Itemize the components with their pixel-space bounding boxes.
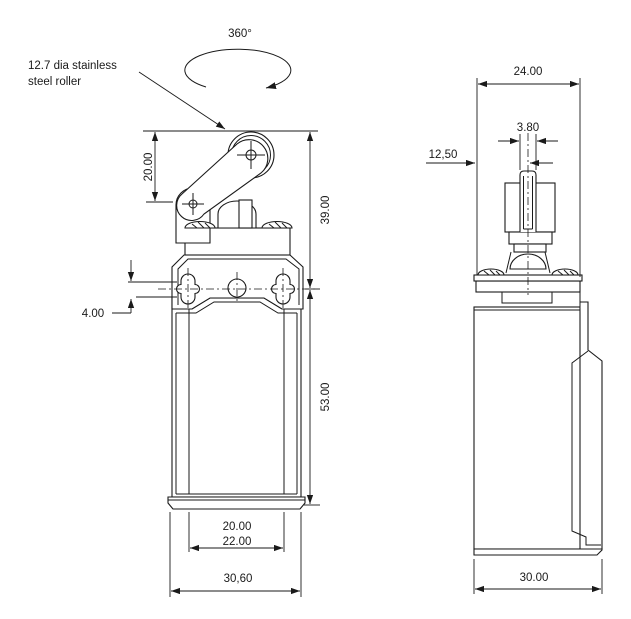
dim-body-depth: 30.00 xyxy=(520,572,549,584)
rotation-label: 360° xyxy=(228,28,252,40)
pivot-crosshair xyxy=(182,193,204,215)
roller-note-line1: 12.7 dia stainless xyxy=(28,60,117,72)
head-screw-left xyxy=(184,220,216,229)
dim-overall-width: 30,60 xyxy=(224,573,253,585)
dim-hole-spacing: 20.00 xyxy=(223,521,252,533)
head-screw-right xyxy=(261,220,293,229)
rotation-arrow xyxy=(184,48,292,89)
dim-head-width: 24.00 xyxy=(514,66,543,78)
roller-lever xyxy=(176,139,269,221)
cover-panel xyxy=(571,350,601,546)
front-dimensions: 20.00 39.00 53.00 4.00 20.00 22.00 30, xyxy=(82,130,332,597)
roller-axle-crosshair xyxy=(237,141,265,169)
dim-lever-height: 20.00 xyxy=(143,153,155,182)
roller-note-line2: steel roller xyxy=(28,76,81,88)
switch-body-front xyxy=(167,297,306,510)
base-side xyxy=(473,548,603,556)
side-cover xyxy=(580,301,603,549)
dim-body-height: 53.00 xyxy=(320,383,332,412)
side-dimensions: 24.00 3.80 12,50 30.00 xyxy=(426,66,603,594)
base-front xyxy=(167,496,306,510)
lever-hub xyxy=(238,199,253,229)
side-view: 24.00 3.80 12,50 30.00 xyxy=(426,66,603,594)
dim-panel-width: 22.00 xyxy=(223,536,252,548)
dim-lever-thickness: 3.80 xyxy=(517,122,539,134)
roller-note: 12.7 dia stainless steel roller xyxy=(28,60,226,130)
dim-slot-offset: 4.00 xyxy=(82,308,104,320)
head-assembly-front xyxy=(175,131,293,256)
side-screw-right xyxy=(551,268,579,276)
switch-body-side xyxy=(473,292,603,556)
dim-head-height: 39.00 xyxy=(320,196,332,225)
mounting-flange-front xyxy=(158,254,318,310)
side-screw-left xyxy=(477,268,505,276)
dim-center-offset: 12,50 xyxy=(429,149,458,161)
head-assembly-side xyxy=(473,133,583,304)
front-view: 360° 12.7 dia stainless steel roller xyxy=(28,28,332,597)
